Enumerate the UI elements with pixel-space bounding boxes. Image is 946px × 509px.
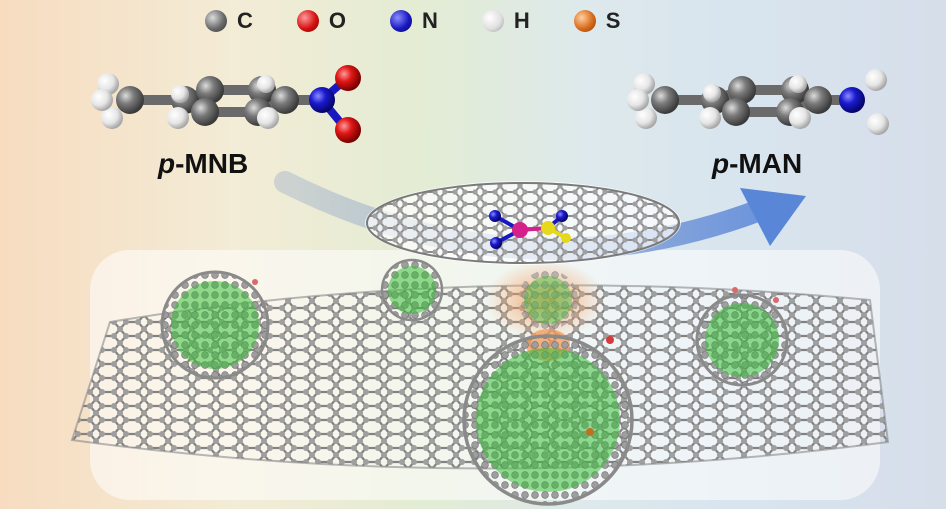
legend-label: C (237, 8, 253, 33)
legend-item-sulfur: S (573, 8, 621, 34)
reactant-molecule (91, 65, 361, 143)
nitrogen-atom (556, 210, 568, 222)
dopant-atom (773, 297, 779, 303)
metal-atom (512, 222, 528, 238)
dopant-atom (252, 279, 258, 285)
reactant-name: -MNB (175, 148, 249, 179)
legend-label: H (513, 8, 530, 33)
legend-item-nitrogen: N (390, 8, 438, 34)
catalyst-flake (365, 181, 681, 265)
product-name: -MAN (729, 148, 803, 179)
carbon-ball-icon (205, 10, 227, 32)
nanoparticle-center-top (518, 270, 578, 330)
nitrogen-atom (490, 237, 502, 249)
legend-item-oxygen: O (296, 8, 347, 34)
reactant-prefix: p (158, 148, 176, 179)
sulfur-atom (561, 233, 571, 243)
nanoparticle-small (380, 258, 444, 322)
sulfur-ball-icon (573, 10, 596, 32)
element-legend: C O N H S (205, 4, 805, 38)
nanoparticle-left (160, 270, 270, 380)
nitrogen-atom (489, 210, 501, 222)
dopant-atom (732, 287, 738, 293)
legend-item-hydrogen: H (481, 8, 530, 34)
nanoparticle-large (462, 334, 634, 506)
product-prefix: p (712, 148, 730, 179)
sulfur-atom (541, 221, 555, 235)
dopant-atom (606, 336, 614, 344)
legend-label: S (605, 8, 621, 33)
legend-label: N (422, 8, 438, 33)
arrow-head (740, 188, 806, 246)
product-molecule (627, 69, 889, 135)
reactant-label: p-MNB (158, 148, 248, 180)
legend-label: O (328, 8, 347, 33)
product-label: p-MAN (712, 148, 802, 180)
nitrogen-ball-icon (390, 10, 413, 32)
hydrogen-ball-icon (481, 10, 504, 32)
oxygen-ball-icon (296, 10, 319, 32)
nanoparticle-right (695, 293, 789, 387)
legend-item-carbon: C (205, 8, 253, 34)
